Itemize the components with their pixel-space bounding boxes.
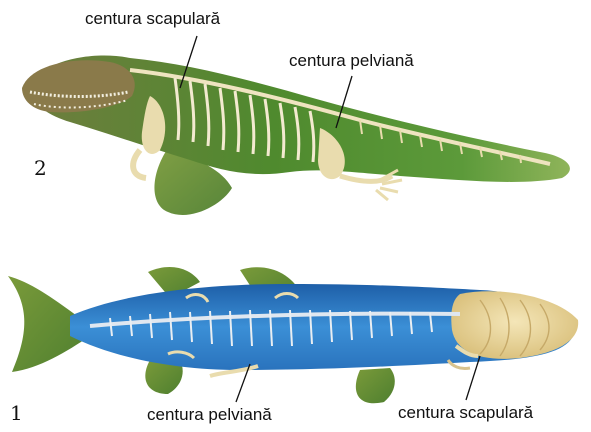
fish-illustration	[8, 267, 578, 403]
label-top-pelvic: centura pelviană	[289, 52, 414, 69]
label-bottom-scapular: centura scapulară	[398, 404, 533, 421]
label-bottom-pelvic: centura pelviană	[147, 406, 272, 423]
figure-number-2: 2	[34, 158, 47, 178]
figure-number-1: 1	[10, 403, 23, 423]
label-top-scapular: centura scapulară	[85, 10, 220, 27]
leader-bottom-scapular	[466, 356, 480, 400]
tetrapod-illustration	[22, 56, 570, 215]
